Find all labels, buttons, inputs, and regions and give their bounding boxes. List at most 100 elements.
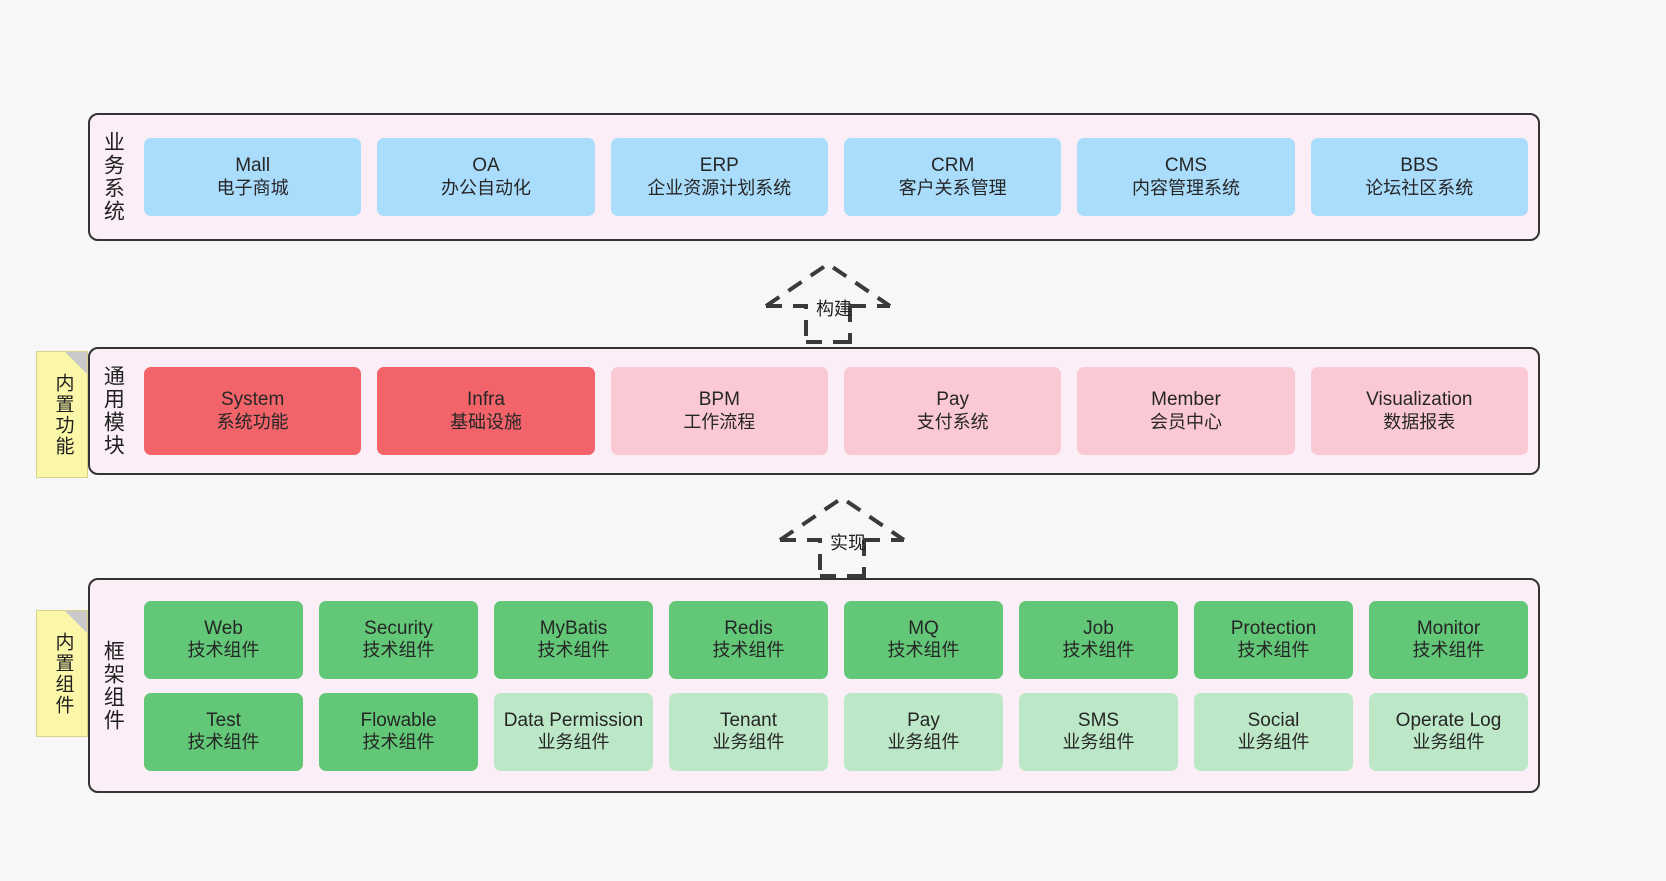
- note-fold-icon: [65, 611, 87, 633]
- node-title: MQ: [908, 617, 939, 639]
- sticky-note-builtin-features-text: 内置功能: [52, 372, 74, 457]
- node-title: Flowable: [360, 709, 437, 731]
- node-title: CMS: [1164, 155, 1208, 177]
- node-subtitle: 技术组件: [1237, 640, 1310, 661]
- node-subtitle: 技术组件: [712, 640, 785, 661]
- node-title: Test: [206, 709, 241, 731]
- sticky-note-builtin-features: 内置功能: [36, 351, 88, 478]
- node-title: Pay: [936, 389, 970, 411]
- node-subtitle: 基础设施: [449, 411, 522, 432]
- node-subtitle: 技术组件: [362, 732, 435, 753]
- node-subtitle: 内容管理系统: [1131, 177, 1240, 198]
- node-subtitle: 客户关系管理: [898, 177, 1007, 198]
- sticky-note-builtin-components-text: 内置组件: [52, 631, 74, 716]
- node-title: Member: [1151, 389, 1221, 411]
- node-title: Monitor: [1416, 617, 1481, 639]
- node-subtitle: 系统功能: [216, 411, 289, 432]
- node-title: Operate Log: [1395, 709, 1502, 731]
- node-title: Mall: [235, 155, 271, 177]
- node-title: Tenant: [719, 709, 778, 731]
- node-subtitle: 业务组件: [1237, 732, 1310, 753]
- node-subtitle: 数据报表: [1383, 411, 1456, 432]
- note-fold-icon: [65, 352, 87, 374]
- node-subtitle: 技术组件: [1412, 640, 1485, 661]
- connector-build: 构建: [758, 258, 898, 344]
- node-subtitle: 论坛社区系统: [1365, 177, 1474, 198]
- business-systems-label: 业务系统: [101, 131, 125, 223]
- node-subtitle: 办公自动化: [440, 177, 531, 198]
- node-subtitle: 技术组件: [362, 640, 435, 661]
- node-subtitle: 业务组件: [1062, 732, 1135, 753]
- node-title: Protection: [1230, 617, 1317, 639]
- common-modules-label: 通用模块: [101, 365, 125, 457]
- node-subtitle: 业务组件: [712, 732, 785, 753]
- node-subtitle: 技术组件: [187, 640, 260, 661]
- node-subtitle: 工作流程: [683, 411, 756, 432]
- connector-implement-label: 实现: [830, 533, 866, 553]
- node-title: BPM: [698, 389, 740, 411]
- node-subtitle: 电子商城: [216, 177, 289, 198]
- node-title: Redis: [724, 617, 773, 639]
- node-title: OA: [472, 155, 500, 177]
- node-title: Job: [1083, 617, 1114, 639]
- node-title: System: [220, 389, 285, 411]
- node-subtitle: 业务组件: [537, 732, 610, 753]
- node-title: Data Permission: [503, 709, 644, 731]
- node-title: SMS: [1077, 709, 1120, 731]
- node-subtitle: 业务组件: [887, 732, 960, 753]
- node-title: MyBatis: [539, 617, 608, 639]
- node-title: CRM: [931, 155, 975, 177]
- node-title: Visualization: [1366, 389, 1473, 411]
- node-subtitle: 支付系统: [916, 411, 989, 432]
- build-arrow-icon: [764, 261, 892, 344]
- implement-arrow-icon: [778, 495, 906, 578]
- sticky-note-builtin-components: 内置组件: [36, 610, 88, 737]
- node-subtitle: 技术组件: [537, 640, 610, 661]
- framework-components-label: 框架组件: [101, 639, 125, 732]
- node-subtitle: 技术组件: [887, 640, 960, 661]
- node-subtitle: 技术组件: [187, 732, 260, 753]
- node-title: BBS: [1400, 155, 1439, 177]
- node-subtitle: 企业资源计划系统: [647, 177, 792, 198]
- node-title: Infra: [466, 389, 505, 411]
- node-title: Pay: [907, 709, 940, 731]
- node-subtitle: 业务组件: [1412, 732, 1485, 753]
